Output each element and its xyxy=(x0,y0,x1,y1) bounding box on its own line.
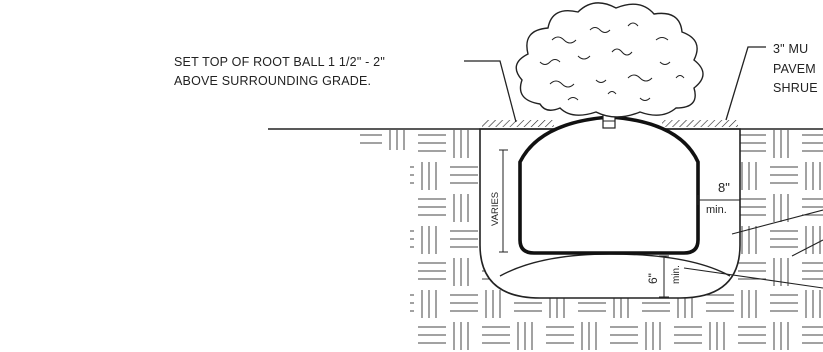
mulch-leader xyxy=(725,46,766,121)
shrub-canopy xyxy=(515,2,704,118)
root-ball-note-line2: ABOVE SURROUNDING GRADE. xyxy=(174,74,371,88)
mulch-note-line2: PAVEM xyxy=(773,62,816,76)
mulch-note-line3: SHRUE xyxy=(773,81,818,95)
varies-label: VARIES xyxy=(490,192,501,226)
mulch-right xyxy=(662,120,738,127)
mulch-left xyxy=(482,120,554,127)
root-ball-leader xyxy=(464,60,517,123)
bottom-depth-value: 6" xyxy=(646,273,660,284)
side-clearance-value: 8" xyxy=(718,180,730,195)
right-callout-leaders xyxy=(683,209,823,289)
canopy-texture xyxy=(539,22,685,101)
root-ball xyxy=(518,115,700,255)
mulch-note-line1: 3" MU xyxy=(773,42,808,56)
bottom-depth-unit: min. xyxy=(671,265,682,284)
root-ball-note-line1: SET TOP OF ROOT BALL 1 1/2" - 2" xyxy=(174,55,385,69)
side-clearance-unit: min. xyxy=(706,204,727,216)
